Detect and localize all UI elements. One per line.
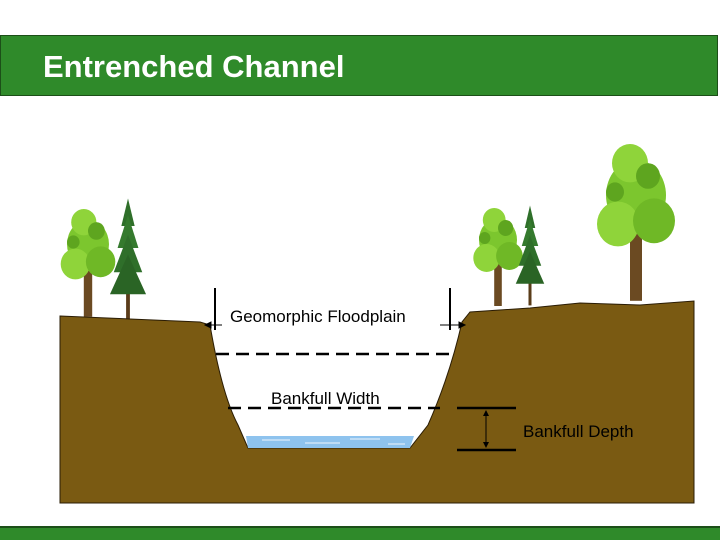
- bankfull-depth-indicator: [457, 406, 516, 452]
- mid-right-deciduous-tree: [473, 208, 523, 306]
- floodplain-label: Geomorphic Floodplain: [230, 307, 406, 326]
- water-ripples: [262, 438, 405, 445]
- title-bar: Entrenched Channel: [0, 35, 718, 96]
- floodplain-arrows: [203, 321, 467, 329]
- right-large-deciduous-tree: [597, 144, 675, 301]
- page-title: Entrenched Channel: [43, 49, 345, 84]
- bankfull-width-label: Bankfull Width: [271, 389, 380, 408]
- bankfull-depth-label: Bankfull Depth: [523, 422, 634, 441]
- channel-cross-section: [59, 300, 695, 504]
- left-conifer-tree: [109, 198, 147, 321]
- left-deciduous-tree: [60, 209, 116, 317]
- channel-water: [246, 436, 414, 448]
- bottom-bar: [0, 526, 720, 540]
